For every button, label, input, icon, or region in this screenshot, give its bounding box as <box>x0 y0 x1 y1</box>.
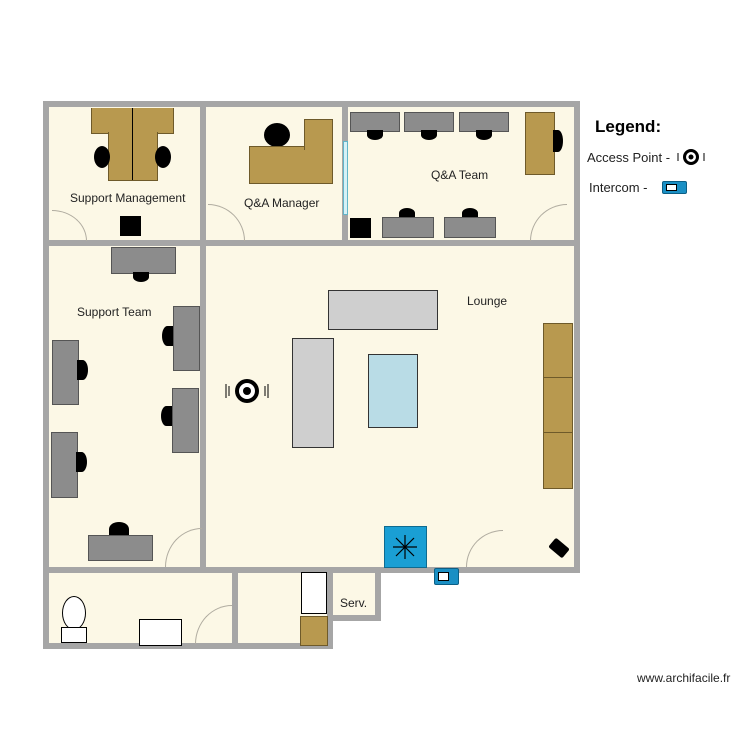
shelf-1 <box>543 323 573 378</box>
desk-support-team-6 <box>88 535 153 561</box>
access-point-icon <box>676 148 706 166</box>
desk-qa-team-5 <box>444 217 496 238</box>
legend-title: Legend: <box>595 117 662 136</box>
chair <box>155 146 171 168</box>
desk-support-team-3 <box>52 340 79 405</box>
desk-qa-team-lead <box>525 112 555 175</box>
toilet-icon <box>62 596 86 630</box>
chair <box>399 208 415 218</box>
chair <box>76 452 87 472</box>
chair <box>94 146 110 168</box>
shelf-2 <box>543 377 573 433</box>
chair <box>553 130 563 152</box>
toilet-tank <box>61 627 87 643</box>
shelf-3 <box>543 432 573 489</box>
room-label-server: Serv. <box>340 596 368 610</box>
sofa-top <box>328 290 438 330</box>
coffee-table <box>368 354 418 428</box>
legend: Legend: Access Point - Intercom - <box>585 115 745 205</box>
counter <box>300 616 328 646</box>
window <box>343 141 348 215</box>
chair <box>421 130 437 140</box>
chair <box>462 208 478 218</box>
room-label-lounge: Lounge <box>467 294 508 308</box>
desk-divider <box>132 108 133 180</box>
desk-support-team-1 <box>111 247 176 274</box>
chair <box>264 123 290 147</box>
room-label-qa-manager: Q&A Manager <box>244 196 320 210</box>
desk-qa-team-1 <box>350 112 400 132</box>
desk-qa-team-2 <box>404 112 454 132</box>
room-label-support-team: Support Team <box>77 305 152 319</box>
room-label-qa-team: Q&A Team <box>431 168 489 182</box>
chair <box>77 360 88 380</box>
fridge-icon <box>301 572 327 614</box>
chair <box>109 522 129 536</box>
desk-support-team-4 <box>172 388 199 453</box>
legend-item-intercom: Intercom - <box>589 179 687 195</box>
chair <box>161 406 172 426</box>
legend-label: Intercom - <box>589 179 648 195</box>
sink-icon <box>139 619 182 646</box>
desk-support-management-stem <box>108 132 158 181</box>
legend-label: Access Point - <box>587 149 671 165</box>
chair <box>133 272 149 282</box>
chair <box>367 130 383 140</box>
ac-unit-icon <box>384 526 427 568</box>
desk-qa-manager <box>249 146 333 184</box>
chair <box>476 130 492 140</box>
desk-qa-team-3 <box>459 112 509 132</box>
intercom-icon <box>434 568 459 585</box>
desk-support-team-5 <box>51 432 78 498</box>
access-point-icon <box>224 376 270 406</box>
desk-qa-manager-return <box>304 119 333 150</box>
chair <box>162 326 173 346</box>
room-label-support-management: Support Management <box>70 191 186 205</box>
desk-qa-team-4 <box>382 217 434 238</box>
printer-icon <box>350 218 371 238</box>
sofa-left <box>292 338 334 448</box>
printer-icon <box>120 216 141 236</box>
watermark: www.archifacile.fr <box>637 671 731 685</box>
legend-item-access-point: Access Point - <box>587 148 706 166</box>
desk-support-team-2 <box>173 306 200 371</box>
room-server <box>333 573 375 615</box>
intercom-icon <box>661 180 687 194</box>
